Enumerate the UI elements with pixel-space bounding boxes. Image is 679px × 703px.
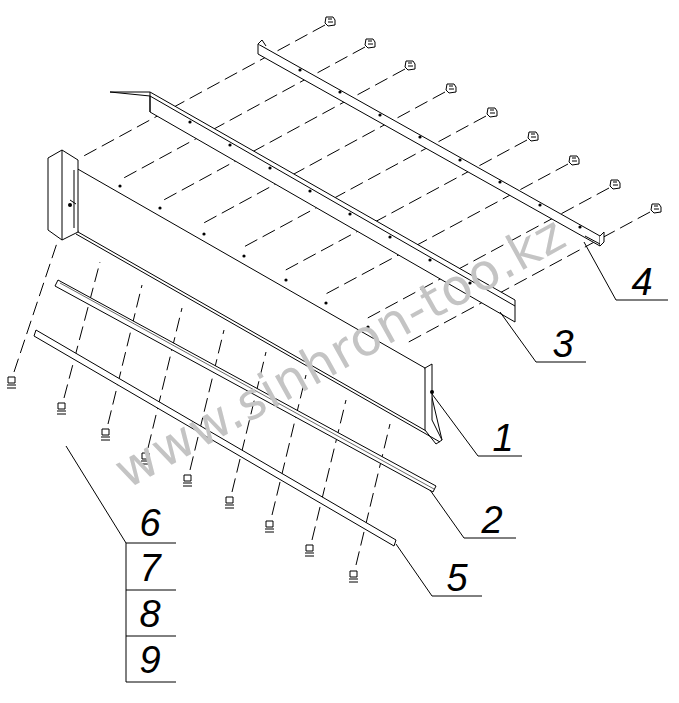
callout-number: 1 — [492, 419, 513, 457]
callout-number: 3 — [552, 325, 573, 363]
callout-number: 7 — [139, 549, 160, 587]
callout-number: 2 — [481, 501, 502, 539]
assembly-lines — [80, 25, 650, 344]
bolt-symbols — [325, 17, 661, 213]
callout-number: 4 — [631, 263, 652, 301]
callout-number: 8 — [139, 595, 160, 633]
nut-symbols — [7, 377, 358, 582]
callout-number: 5 — [446, 559, 467, 597]
callout-number: 9 — [139, 641, 160, 679]
callout-number: 6 — [139, 504, 160, 542]
